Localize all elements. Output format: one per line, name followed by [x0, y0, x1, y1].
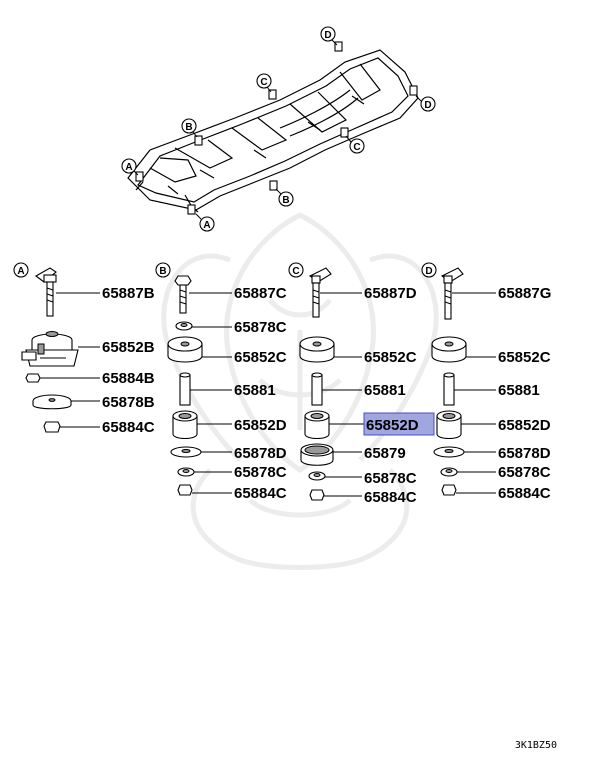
- washer-65878c-b: [177, 467, 195, 477]
- frame-callout-b-bottom: B: [275, 188, 294, 207]
- part-label-65881-d[interactable]: 65881: [498, 382, 540, 399]
- svg-text:C: C: [292, 266, 299, 277]
- column-a: A 65887B 65852B 65884B: [13, 262, 155, 436]
- part-label-65852d-d[interactable]: 65852D: [498, 417, 551, 434]
- part-label-65884c-d[interactable]: 65884C: [498, 485, 551, 502]
- svg-text:A: A: [17, 266, 24, 277]
- part-label-65852d-c[interactable]: 65852D: [366, 417, 419, 434]
- column-b: B 65887C 65878C 65852C 65881: [155, 262, 287, 502]
- washer-65878b: [32, 394, 72, 410]
- part-label-65878c-b1[interactable]: 65878C: [234, 319, 287, 336]
- column-d: D 65887G 65852C 65881: [421, 262, 551, 502]
- nut-65884c-d: [441, 484, 457, 496]
- part-label-65852b[interactable]: 65852B: [102, 339, 155, 356]
- washer-65878d-d: [433, 446, 465, 458]
- column-c-callout: C: [288, 262, 304, 278]
- bushing-65852c-d: [431, 336, 467, 363]
- bolt-65887d: [308, 267, 332, 318]
- ring-65879: [300, 443, 334, 466]
- part-label-65887c-b[interactable]: 65887C: [234, 285, 287, 302]
- callout-letter: A: [203, 220, 210, 231]
- washer-65878c-top-b: [175, 321, 193, 331]
- part-label-65852c-c[interactable]: 65852C: [364, 349, 417, 366]
- part-label-65884c-a[interactable]: 65884C: [102, 419, 155, 436]
- highlight-box: [363, 412, 435, 436]
- column-b-callout: B: [155, 262, 171, 278]
- highlighted-part-label[interactable]: 65852D: [363, 412, 435, 436]
- part-label-65887g[interactable]: 65887G: [498, 285, 551, 302]
- bushing-65852c-c: [299, 336, 335, 363]
- part-label-65887b[interactable]: 65887B: [102, 285, 155, 302]
- chassis-frame: [127, 41, 419, 215]
- bolt-65887c: [174, 275, 192, 314]
- callout-letter: B: [282, 195, 289, 206]
- part-label-65884c-c[interactable]: 65884C: [364, 489, 417, 506]
- callout-letter: D: [324, 30, 331, 41]
- washer-65878c-c: [308, 471, 326, 481]
- bolt-65887g: [440, 267, 464, 320]
- spacer-65881-c: [311, 372, 323, 406]
- drawing-code: 3K1BZ50: [515, 740, 557, 751]
- part-label-65878d-b[interactable]: 65878D: [234, 445, 287, 462]
- bushing-65852d-d: [436, 410, 462, 440]
- part-label-65887d[interactable]: 65887D: [364, 285, 417, 302]
- part-label-65852d-b[interactable]: 65852D: [234, 417, 287, 434]
- spacer-65881-d: [443, 372, 455, 406]
- spacer-65881-b: [179, 372, 191, 406]
- callout-letter: C: [260, 77, 267, 88]
- part-label-65881-c[interactable]: 65881: [364, 382, 406, 399]
- nut-65884c-b: [177, 484, 193, 496]
- callout-letter: A: [125, 162, 132, 173]
- svg-text:D: D: [425, 266, 432, 277]
- part-label-65884c-b[interactable]: 65884C: [234, 485, 287, 502]
- bolt-65887b: [35, 267, 57, 317]
- frame-callout-a-left: A: [121, 158, 139, 176]
- column-d-callout: D: [421, 262, 437, 278]
- part-label-65878d-d[interactable]: 65878D: [498, 445, 551, 462]
- part-label-65884b[interactable]: 65884B: [102, 370, 155, 387]
- frame-callout-d-right: D: [415, 95, 436, 112]
- frame-callout-d-top: D: [320, 26, 338, 46]
- svg-text:B: B: [159, 266, 166, 277]
- frame-callout-c-right: C: [345, 135, 365, 154]
- part-label-65878c-d[interactable]: 65878C: [498, 464, 551, 481]
- nut-65884c-a: [43, 421, 61, 433]
- nut-65884c-c: [309, 489, 325, 501]
- frame-callout-a-bottom: A: [195, 213, 215, 232]
- washer-65878c-d: [440, 467, 458, 477]
- callout-letter: C: [353, 142, 360, 153]
- nut-65884b: [25, 373, 41, 383]
- part-label-65878c-c[interactable]: 65878C: [364, 470, 417, 487]
- part-label-65852c-d[interactable]: 65852C: [498, 349, 551, 366]
- callout-letter: D: [424, 100, 431, 111]
- bushing-65852c-b: [167, 336, 203, 363]
- frame-callout-c-top: C: [256, 73, 272, 93]
- bushing-65852d-c: [304, 410, 330, 440]
- part-label-65879[interactable]: 65879: [364, 445, 406, 462]
- part-label-65852c-b[interactable]: 65852C: [234, 349, 287, 366]
- bushing-65852d-b: [172, 410, 198, 440]
- washer-65878d-b: [170, 446, 202, 458]
- part-label-65881-b[interactable]: 65881: [234, 382, 276, 399]
- callout-letter: B: [185, 122, 192, 133]
- watermark-emblem: [161, 212, 439, 570]
- column-a-callout: A: [13, 262, 29, 278]
- part-label-65878c-b2[interactable]: 65878C: [234, 464, 287, 481]
- part-label-65878b[interactable]: 65878B: [102, 394, 155, 411]
- column-c: C 65887D 65852C 65881: [288, 262, 435, 506]
- frame-callout-b-left: B: [181, 118, 198, 138]
- mount-65852b: [21, 331, 79, 367]
